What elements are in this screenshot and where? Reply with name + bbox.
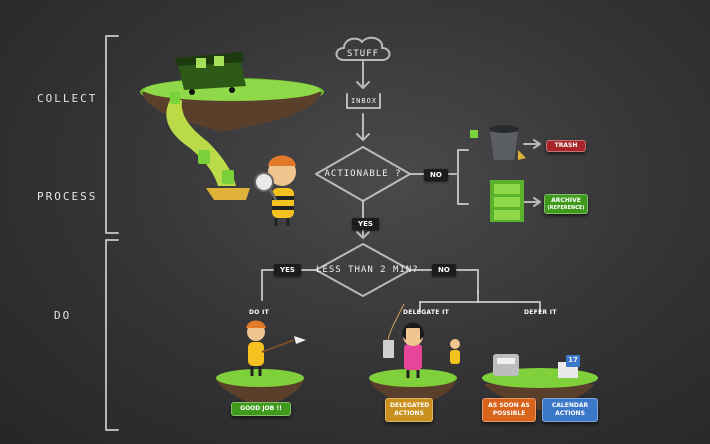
arrow-stuff-inbox (356, 61, 370, 89)
collect-slide-shape (166, 100, 236, 186)
delegate-tag-string (387, 303, 405, 341)
branch-delegate-it: DELEGATE IT (403, 309, 450, 316)
badge-good-job: GOOD JOB !! (231, 402, 291, 416)
calendar-day: 17 (568, 356, 578, 364)
phase-process: PROCESS (37, 190, 98, 203)
arrow-inbox-actionable (356, 113, 370, 141)
chip-actionable-yes: YES (352, 218, 379, 230)
chip-actionable-no: NO (424, 169, 448, 181)
badge-delegated: DELEGATED ACTIONS (385, 398, 433, 422)
node-actionable: ACTIONABLE ? (324, 169, 402, 179)
node-less-than: LESS THAN 2 MIN? (316, 265, 419, 275)
delegate-character (383, 322, 460, 378)
bracket-do (105, 239, 119, 431)
do-it-character (246, 320, 306, 376)
archive-arrow (523, 197, 541, 207)
chip-less-no: NO (432, 264, 456, 276)
do-it-island-shape (216, 369, 304, 410)
no-bracket (457, 149, 469, 205)
green-creature-2 (198, 150, 210, 164)
chip-less-yes: YES (274, 264, 301, 276)
badge-calendar: CALENDAR ACTIONS (542, 398, 598, 422)
branch-do-it: DO IT (249, 309, 269, 316)
phase-do: DO (54, 309, 72, 322)
badge-archive-label: ARCHIVE (551, 197, 581, 204)
stuff-cloud-shape (335, 36, 391, 61)
inspector-character (254, 155, 296, 226)
inbox-tray-shape (346, 93, 381, 109)
badge-asap: AS SOON AS POSSIBLE (482, 398, 536, 422)
node-stuff: STUFF (346, 49, 380, 59)
green-creature-3 (222, 170, 234, 184)
collect-basket-shape (206, 188, 250, 200)
green-creature-1 (170, 92, 180, 104)
badge-trash: TRASH (546, 140, 586, 152)
badge-archive-sublabel: (REFERENCE) (547, 205, 585, 211)
badge-archive: ARCHIVE (REFERENCE) (544, 194, 588, 214)
trash-arrow (523, 139, 541, 149)
trash-can-shape (470, 125, 526, 160)
dumpster-shape (174, 52, 246, 95)
phase-collect: COLLECT (37, 92, 98, 105)
less-than-diamond-shape (315, 243, 411, 297)
archive-cabinet-shape (490, 180, 524, 222)
delegate-island-shape (369, 369, 457, 410)
node-inbox: INBOX (350, 97, 378, 105)
defer-objects (493, 354, 580, 378)
delegate-defer-split (419, 301, 541, 313)
branch-defer-it: DEFER IT (524, 309, 557, 316)
bracket-collect-process (105, 35, 119, 234)
